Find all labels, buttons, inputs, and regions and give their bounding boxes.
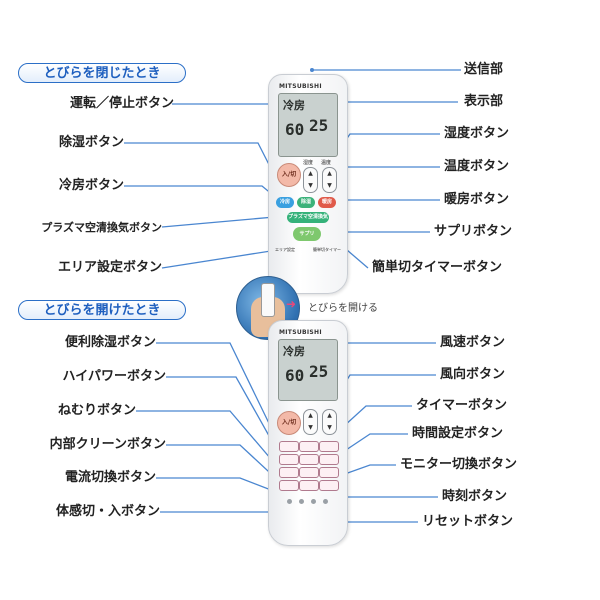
- lcd-mode: 冷房: [283, 99, 305, 112]
- key-2[interactable]: [299, 454, 319, 465]
- label-transmitter: 送信部: [464, 62, 504, 77]
- temperature-button[interactable]: ▲▼: [322, 167, 337, 193]
- dry-button[interactable]: 除湿: [297, 197, 315, 208]
- label-fan-direction-button: 風向ボタン: [440, 367, 506, 382]
- reset-button[interactable]: [323, 499, 328, 504]
- remote-closed: MITSUBISHI 冷房 60 25 入/切 湿度 温度 ▲▼ ▲▼ 冷房 除…: [268, 74, 348, 294]
- label-fan-speed-button: 風速ボタン: [440, 335, 506, 350]
- area-button[interactable]: エリア設定: [275, 247, 295, 252]
- label-area-button: エリア設定ボタン: [57, 260, 162, 275]
- label-hi-power-button: ハイパワーボタン: [62, 369, 166, 384]
- fan-speed-button[interactable]: ▲▼: [303, 409, 318, 435]
- label-internal-clean-button: 内部クリーンボタン: [49, 437, 166, 452]
- temperature-caption: 温度: [321, 160, 332, 166]
- arrow-icon: ➜: [286, 297, 297, 311]
- leader-hipower: [166, 376, 283, 460]
- lcd-value-1: 60: [285, 120, 305, 139]
- label-power-button: 運転／停止ボタン: [69, 96, 174, 111]
- key-3[interactable]: [299, 467, 319, 478]
- heat-button[interactable]: 暖房: [318, 197, 336, 208]
- label-sense-button: 体感切・入ボタン: [55, 504, 160, 519]
- sleep-button[interactable]: [279, 467, 299, 478]
- key-5[interactable]: [299, 480, 319, 491]
- label-cool-button: 冷房ボタン: [58, 178, 124, 193]
- closed-door-section-title: とびらを閉じたとき: [18, 63, 186, 83]
- humidity-caption: 湿度: [303, 160, 314, 166]
- lcd-value-open-1: 60: [285, 366, 305, 385]
- label-sleep-button: ねむりボタン: [57, 403, 136, 418]
- leader-convdry: [156, 342, 281, 447]
- key-4[interactable]: [319, 467, 339, 478]
- leader-dry: [124, 142, 286, 197]
- label-heat-button: 暖房ボタン: [444, 192, 510, 207]
- hi-power-button[interactable]: [279, 454, 299, 465]
- label-current-switch-button: 電流切換ボタン: [64, 470, 156, 485]
- leader-clean: [166, 444, 283, 485]
- convenient-dry-button[interactable]: [279, 441, 299, 452]
- label-plasma-button: プラズマ空清換気ボタン: [41, 221, 162, 234]
- mini-remote-image: [261, 283, 275, 317]
- lcd-value-open-2: 25: [309, 362, 329, 381]
- label-clock-button: 時刻ボタン: [442, 489, 508, 504]
- lcd-mode-open: 冷房: [283, 345, 305, 358]
- internal-clean-button[interactable]: [279, 480, 299, 491]
- timer-button[interactable]: [319, 441, 339, 452]
- power-button[interactable]: 入/切: [277, 163, 301, 187]
- cool-button[interactable]: 冷房: [276, 197, 294, 208]
- label-timer-button: タイマーボタン: [416, 398, 508, 413]
- brand-logo: MITSUBISHI: [279, 83, 322, 90]
- monitor-switch-button[interactable]: [319, 480, 339, 491]
- key-1[interactable]: [299, 441, 319, 452]
- open-door-section-title: とびらを開けたとき: [18, 300, 186, 320]
- label-reset-button: リセットボタン: [422, 514, 514, 529]
- leader-cool: [124, 185, 280, 201]
- label-temperature-button: 温度ボタン: [444, 159, 510, 174]
- easy-timer-button[interactable]: 簡単切タイマー: [313, 247, 341, 252]
- label-convenient-dry-button: 便利除湿ボタン: [64, 335, 156, 350]
- sense-button[interactable]: [287, 499, 292, 504]
- power-button-open[interactable]: 入/切: [277, 411, 301, 435]
- label-monitor-switch-button: モニター切換ボタン: [400, 457, 518, 472]
- lcd-value-2: 25: [309, 116, 329, 135]
- humidity-button[interactable]: ▲▼: [303, 167, 318, 193]
- label-dry-button: 除湿ボタン: [58, 135, 124, 150]
- label-easy-timer-button: 簡単切タイマーボタン: [372, 260, 503, 275]
- label-humidity-button: 湿度ボタン: [444, 126, 510, 141]
- lcd-display: 冷房 60 25: [278, 93, 338, 157]
- clock-button[interactable]: [311, 499, 316, 504]
- plasma-button[interactable]: プラズマ空清換気: [287, 212, 329, 223]
- label-display: 表示部: [464, 94, 504, 109]
- leader-current: [156, 477, 285, 496]
- label-time-set-button: 時間設定ボタン: [412, 426, 504, 441]
- remote-open: MITSUBISHI 冷房 60 25 入/切 ▲▼ ▲▼: [268, 320, 348, 546]
- current-switch-button[interactable]: [299, 499, 304, 504]
- supuri-button[interactable]: サプリ: [293, 227, 321, 241]
- fan-direction-button[interactable]: ▲▼: [322, 409, 337, 435]
- label-supuri-button: サプリボタン: [434, 224, 513, 239]
- time-set-button[interactable]: [319, 454, 339, 465]
- open-door-caption: とびらを開ける: [308, 303, 378, 314]
- lcd-display-open: 冷房 60 25: [278, 339, 338, 401]
- brand-logo-open: MITSUBISHI: [279, 329, 322, 336]
